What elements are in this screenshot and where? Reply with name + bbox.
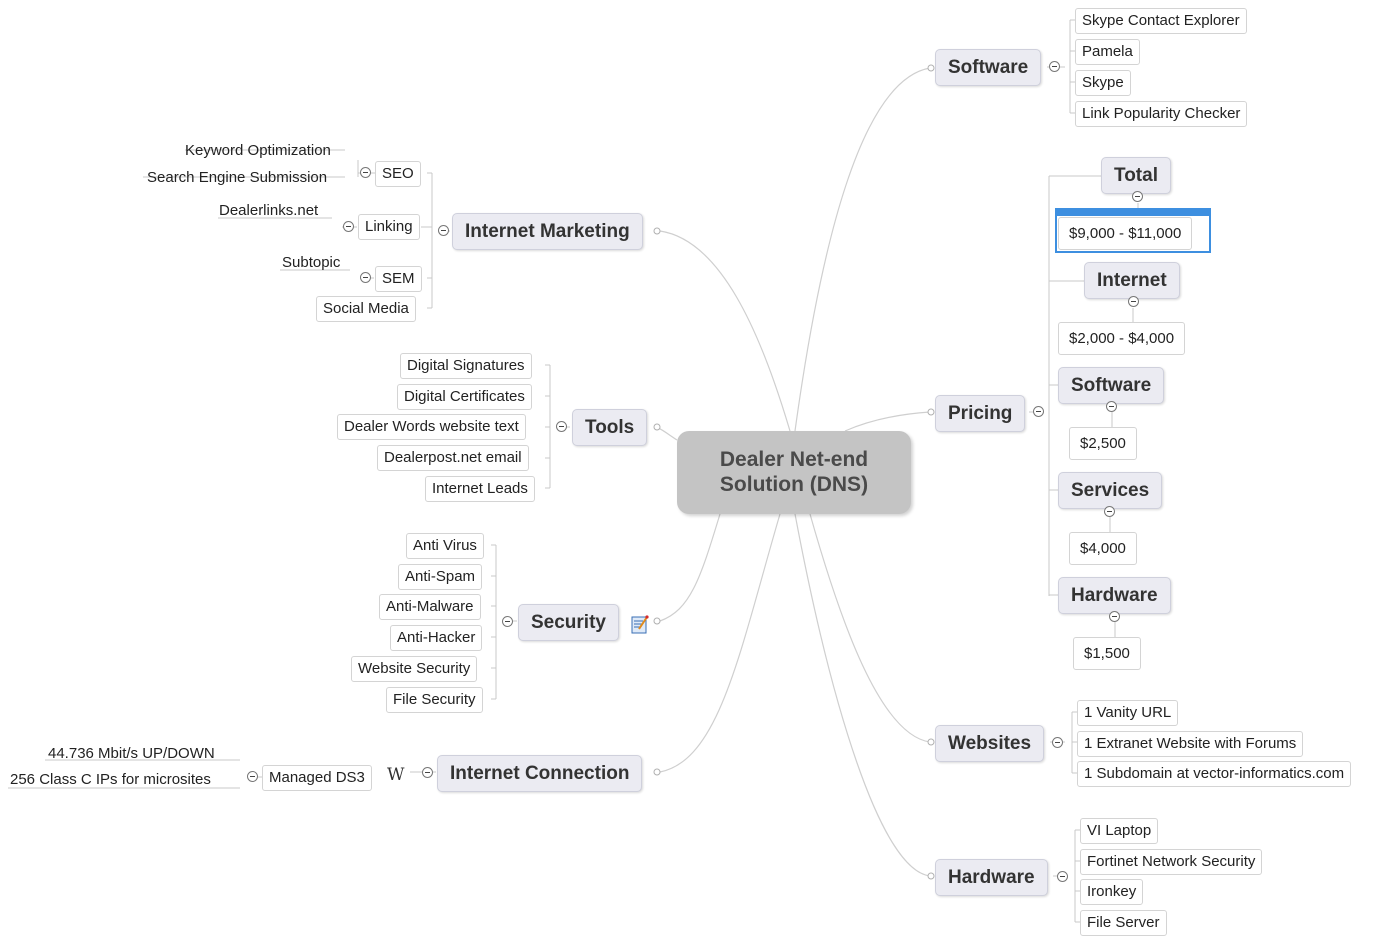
pricing-total[interactable]: Total (1101, 157, 1171, 194)
topic-internet-connection[interactable]: Internet Connection (437, 755, 643, 792)
collapse-toggle-software[interactable] (1049, 61, 1060, 72)
selected-node-frame (1055, 208, 1211, 253)
pricing-software[interactable]: Software (1058, 367, 1165, 404)
notes-icon[interactable] (631, 614, 649, 634)
collapse-toggle-pricing[interactable] (1033, 406, 1044, 417)
pricing-total-value[interactable]: $9,000 - $11,000 (1058, 217, 1193, 250)
seo-child[interactable]: Keyword Optimization (185, 142, 331, 159)
central-topic-line2: Solution (DNS) (719, 473, 869, 496)
security-item[interactable]: Anti-Hacker (390, 625, 483, 651)
security-item[interactable]: Anti-Malware (379, 594, 481, 620)
pricing-hardware-value[interactable]: $1,500 (1073, 637, 1141, 670)
collapse-toggle-internet[interactable] (1128, 296, 1139, 307)
selection-handle-bar[interactable] (1057, 210, 1209, 216)
pricing-software-value[interactable]: $2,500 (1069, 427, 1137, 460)
marketing-seo[interactable]: SEO (375, 161, 421, 187)
collapse-toggle-websites[interactable] (1052, 737, 1063, 748)
hardware-item[interactable]: VI Laptop (1080, 818, 1159, 844)
marketing-social-media[interactable]: Social Media (316, 296, 416, 322)
collapse-toggle-tools[interactable] (556, 421, 567, 432)
ds3-child[interactable]: 256 Class C IPs for microsites (10, 771, 211, 788)
wikipedia-icon[interactable]: W (387, 765, 405, 785)
topic-hardware[interactable]: Hardware (935, 859, 1048, 896)
marketing-sem[interactable]: SEM (375, 266, 422, 292)
software-item[interactable]: Skype Contact Explorer (1075, 8, 1247, 34)
tools-item[interactable]: Internet Leads (425, 476, 535, 502)
sem-child[interactable]: Subtopic (282, 254, 341, 271)
collapse-toggle-managed-ds3[interactable] (247, 771, 258, 782)
tools-item[interactable]: Dealer Words website text (337, 414, 526, 440)
collapse-toggle-internet-marketing[interactable] (438, 225, 449, 236)
collapse-toggle-security[interactable] (502, 616, 513, 627)
security-item[interactable]: Website Security (351, 656, 478, 682)
linking-child[interactable]: Dealerlinks.net (219, 202, 319, 219)
collapse-toggle-sem[interactable] (360, 272, 371, 283)
collapse-toggle-linking[interactable] (343, 221, 354, 232)
security-item[interactable]: Anti Virus (406, 533, 484, 559)
security-item[interactable]: File Security (386, 687, 483, 713)
managed-ds3[interactable]: Managed DS3 (262, 765, 372, 791)
topic-pricing[interactable]: Pricing (935, 395, 1026, 432)
collapse-toggle-pricing-hardware[interactable] (1109, 611, 1120, 622)
pricing-hardware[interactable]: Hardware (1058, 577, 1171, 614)
collapse-toggle-total[interactable] (1132, 191, 1143, 202)
hardware-item[interactable]: Ironkey (1080, 879, 1144, 905)
topic-websites[interactable]: Websites (935, 725, 1045, 762)
pricing-services-value[interactable]: $4,000 (1069, 532, 1137, 565)
collapse-toggle-services[interactable] (1104, 506, 1115, 517)
topic-tools[interactable]: Tools (572, 409, 648, 446)
topic-internet-marketing[interactable]: Internet Marketing (452, 213, 643, 250)
hardware-item[interactable]: File Server (1080, 910, 1167, 936)
software-item[interactable]: Link Popularity Checker (1075, 101, 1248, 127)
ds3-child[interactable]: 44.736 Mbit/s UP/DOWN (48, 745, 215, 762)
central-topic-line1: Dealer Net-end (719, 448, 869, 471)
websites-item[interactable]: 1 Vanity URL (1077, 700, 1179, 726)
pricing-internet-value[interactable]: $2,000 - $4,000 (1058, 322, 1186, 355)
collapse-toggle-hardware[interactable] (1057, 871, 1068, 882)
seo-child[interactable]: Search Engine Submission (147, 169, 328, 186)
software-item[interactable]: Skype (1075, 70, 1131, 96)
collapse-toggle-seo[interactable] (360, 167, 371, 178)
hardware-item[interactable]: Fortinet Network Security (1080, 849, 1263, 875)
pricing-internet[interactable]: Internet (1084, 262, 1180, 299)
topic-security[interactable]: Security (518, 604, 619, 641)
websites-item[interactable]: 1 Subdomain at vector-informatics.com (1077, 761, 1352, 787)
pricing-services[interactable]: Services (1058, 472, 1163, 509)
central-topic[interactable]: Dealer Net-end Solution (DNS) (677, 431, 911, 514)
marketing-linking[interactable]: Linking (358, 214, 420, 240)
websites-item[interactable]: 1 Extranet Website with Forums (1077, 731, 1304, 757)
topic-software[interactable]: Software (935, 49, 1042, 86)
security-item[interactable]: Anti-Spam (398, 564, 483, 590)
software-item[interactable]: Pamela (1075, 39, 1140, 65)
collapse-toggle-internet-connection[interactable] (422, 767, 433, 778)
collapse-toggle-pricing-software[interactable] (1106, 401, 1117, 412)
tools-item[interactable]: Digital Certificates (397, 384, 532, 410)
tools-item[interactable]: Dealerpost.net email (377, 445, 529, 471)
tools-item[interactable]: Digital Signatures (400, 353, 532, 379)
